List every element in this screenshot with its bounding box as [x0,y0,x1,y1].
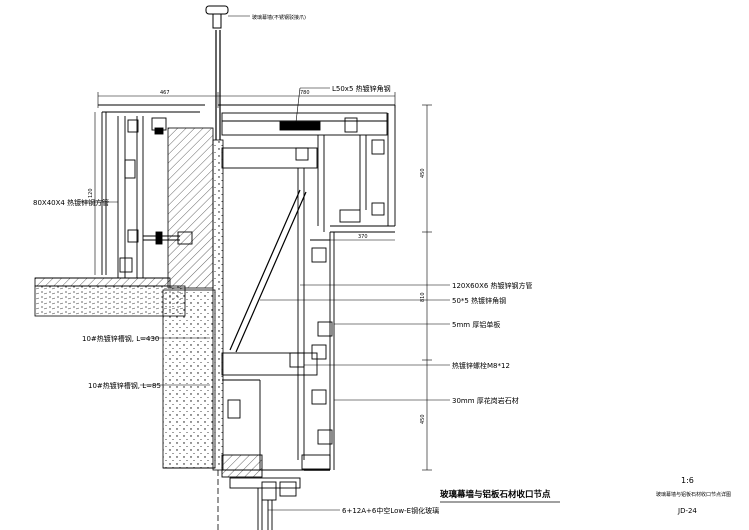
dimension-texts: 467 780 120 370 450 810 450 [88,90,426,424]
drawing-number: JD-24 [677,507,697,515]
glass-mullion [205,5,229,530]
dim-right-1: 450 [420,168,426,178]
label-steel-angle-mid: 50*5 热镀锌角钢 [452,296,506,305]
leader-lines [80,15,450,511]
dim-side-left: 120 [88,188,94,198]
left-cladding-frame [98,104,205,278]
bottom-glass-frame [229,477,301,530]
top-cap-frame [218,104,396,233]
dim-small: 370 [358,234,368,240]
label-steel-tube-right: 120X60X6 热镀锌钢方管 [452,281,533,290]
interior-steel-frame [221,147,330,478]
dim-top-left: 467 [160,90,170,96]
dim-right-3: 450 [420,414,426,424]
drawing-name: 玻璃幕墙与铝板石材收口节点详图 [656,491,731,498]
concrete-wall [162,127,216,469]
dim-right-2: 810 [420,292,426,302]
title-block: 玻璃幕墙与铝板石材收口节点 1:6 玻璃幕墙与铝板石材收口节点详图 JD-24 [440,476,731,515]
label-top-note: 玻璃幕墙(不锈钢驳接爪) [252,14,306,21]
dimension-lines [94,92,432,471]
drawing-title: 玻璃幕墙与铝板石材收口节点 [440,489,551,500]
stone-cladding [301,232,335,471]
label-steel-tube-left: 80X40X4 热镀锌钢方管 [33,198,109,207]
dim-top-right: 780 [300,90,310,96]
label-anchor-430: 10#热镀锌槽钢, L=430 [82,334,159,343]
annotation-labels: 玻璃幕墙(不锈钢驳接爪) L50x5 热镀锌角钢 80X40X4 热镀锌钢方管 … [33,14,533,515]
label-anchor-85: 10#热镀锌槽钢, L=85 [88,381,161,390]
label-bolt: 热镀锌螺栓M8*12 [452,361,510,370]
label-aluminum-plate: 5mm 厚铝单板 [452,320,500,329]
label-steel-angle-top: L50x5 热镀锌角钢 [332,84,391,93]
ground-slab [34,277,186,317]
label-stone: 30mm 厚花岗岩石材 [452,396,519,405]
drawing-scale: 1:6 [681,476,694,485]
label-glass: 6+12A+6中空Low-E钢化玻璃 [342,506,439,515]
